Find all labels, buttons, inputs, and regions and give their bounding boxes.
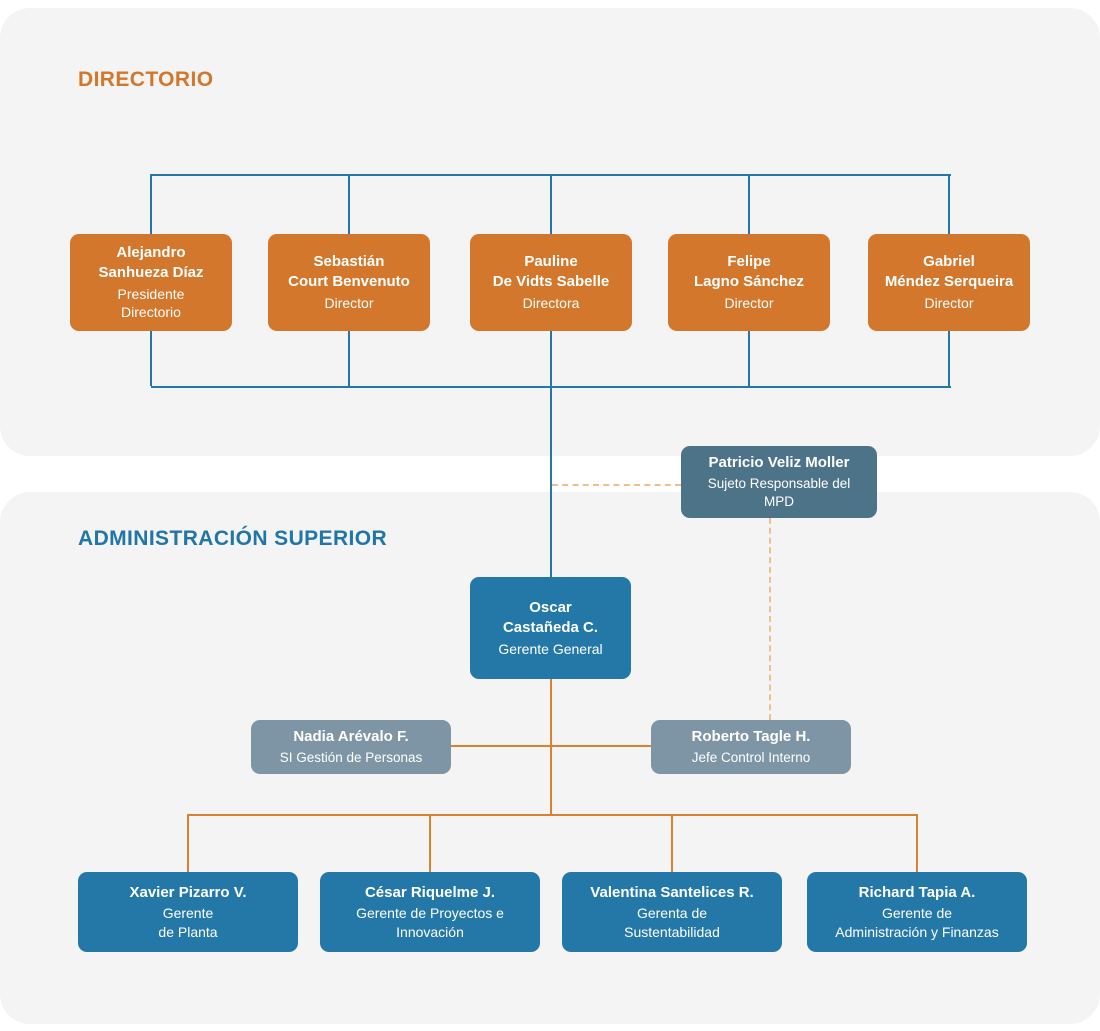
- connector-central-vertical: [550, 386, 552, 577]
- connector-line: [550, 331, 552, 386]
- connector-gerentes-horizontal: [188, 814, 918, 816]
- connector-staff-horizontal: [451, 745, 651, 747]
- org-node-mpd: Patricio Veliz Moller Sujeto Responsable…: [681, 446, 877, 518]
- connector-dashed-horizontal: [552, 484, 681, 486]
- person-name: Pauline De Vidts Sabelle: [492, 253, 610, 291]
- connector-line: [187, 814, 189, 872]
- org-node-control-interno: Roberto Tagle H. Jefe Control Interno: [651, 720, 851, 774]
- org-node-gerenta-sustentabilidad: Valentina Santelices R. Gerenta de Suste…: [562, 872, 782, 952]
- person-name: Patricio Veliz Moller: [708, 454, 850, 472]
- connector-line: [948, 174, 950, 234]
- person-name: Valentina Santelices R.: [590, 883, 754, 901]
- org-node-director-4: Felipe Lagno Sánchez Director: [668, 234, 830, 331]
- person-role: Gerenta de Sustentabilidad: [624, 905, 720, 940]
- connector-line: [150, 331, 152, 386]
- person-name: Alejandro Sanhueza Díaz: [98, 244, 204, 282]
- person-role: Directora: [522, 295, 580, 312]
- person-role: Director: [724, 295, 774, 312]
- person-role: Director: [324, 295, 374, 312]
- person-name: César Riquelme J.: [364, 883, 496, 901]
- org-node-presidente-directorio: Alejandro Sanhueza Díaz Presidente Direc…: [70, 234, 232, 331]
- person-name: Roberto Tagle H.: [691, 728, 811, 746]
- administracion-title: ADMINISTRACIÓN SUPERIOR: [78, 527, 388, 550]
- person-name: Gabriel Méndez Serqueira: [884, 253, 1014, 291]
- connector-line: [348, 331, 350, 386]
- person-name: Felipe Lagno Sánchez: [693, 253, 805, 291]
- connector-line: [748, 331, 750, 386]
- person-name: Sebastián Court Benvenuto: [288, 253, 410, 291]
- org-node-gerente-planta: Xavier Pizarro V. Gerente de Planta: [78, 872, 298, 952]
- person-name: Oscar Castañeda C.: [502, 598, 599, 636]
- person-role: Gerente de Planta: [158, 905, 218, 940]
- person-name: Nadia Arévalo F.: [293, 728, 409, 746]
- org-node-gerente-proyectos: César Riquelme J. Gerente de Proyectos e…: [320, 872, 540, 952]
- connector-line: [671, 814, 673, 872]
- org-node-gestion-personas: Nadia Arévalo F. SI Gestión de Personas: [251, 720, 451, 774]
- person-name: Xavier Pizarro V.: [129, 883, 247, 901]
- person-role: Gerente de Proyectos e Innovación: [356, 905, 504, 940]
- org-node-gerente-administracion-finanzas: Richard Tapia A. Gerente de Administraci…: [807, 872, 1027, 952]
- connector-line: [550, 174, 552, 234]
- person-role: Gerente General: [498, 640, 603, 657]
- org-node-director-3: Pauline De Vidts Sabelle Directora: [470, 234, 632, 331]
- connector-line: [150, 174, 152, 234]
- person-role: Presidente Directorio: [117, 285, 185, 321]
- connector-line: [348, 174, 350, 234]
- org-node-director-2: Sebastián Court Benvenuto Director: [268, 234, 430, 331]
- person-role: Gerente de Administración y Finanzas: [835, 905, 999, 940]
- org-node-gerente-general: Oscar Castañeda C. Gerente General: [470, 577, 631, 679]
- directorio-title: DIRECTORIO: [78, 68, 214, 91]
- org-node-director-5: Gabriel Méndez Serqueira Director: [868, 234, 1030, 331]
- connector-line: [948, 331, 950, 386]
- person-role: Sujeto Responsable del MPD: [707, 476, 851, 509]
- connector-line: [429, 814, 431, 872]
- person-name: Richard Tapia A.: [858, 883, 976, 901]
- connector-line: [916, 814, 918, 872]
- person-role: Director: [924, 295, 974, 312]
- person-role: Jefe Control Interno: [691, 750, 811, 765]
- connector-dashed-vertical: [769, 518, 771, 720]
- connector-line: [550, 679, 552, 815]
- person-role: SI Gestión de Personas: [279, 750, 423, 765]
- connector-line: [748, 174, 750, 234]
